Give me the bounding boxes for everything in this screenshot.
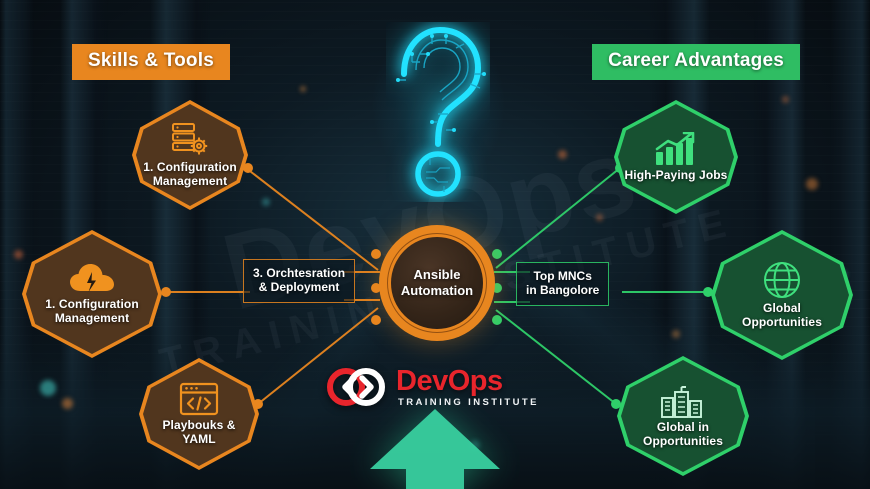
hub-inner-ring	[387, 233, 487, 333]
label-top-mncs-bangalore: Top MNCs in Bangolore	[516, 262, 610, 306]
banner-career-advantages: Career Advantages	[592, 44, 800, 80]
node-label: Global Opportunities	[742, 300, 822, 329]
logo-subtitle: TRAINING INSTITUTE	[398, 396, 539, 408]
label-orchestration-deployment: 3. Orchtesration & Deployment	[243, 259, 356, 303]
hub-core	[391, 237, 483, 329]
center-hub-ansible-automation[interactable]: Ansible Automation	[379, 225, 495, 341]
bar-chart-growth-icon	[654, 131, 698, 166]
hub-label: Ansible Automation	[400, 267, 474, 298]
circuit-question-mark-icon	[386, 22, 490, 202]
node-label: Playbouks & YAML	[162, 417, 236, 446]
node-label: 1. Configuration Management	[143, 159, 237, 188]
city-buildings-icon	[660, 384, 706, 418]
node-label: Global in Opportunities	[643, 419, 723, 448]
banner-skills-and-tools: Skills & Tools	[72, 44, 230, 80]
server-gear-icon	[170, 122, 210, 158]
globe-icon	[763, 261, 801, 299]
logo-name: DevOps	[396, 364, 503, 397]
node-label: 1. Configuration Management	[45, 296, 139, 325]
cloud-bolt-icon	[69, 263, 115, 295]
node-label: High-Paying Jobs	[624, 167, 728, 182]
up-arrow-icon	[360, 407, 510, 489]
devops-training-institute-logo[interactable]: DevOps TRAINING INSTITUTE	[326, 366, 539, 408]
code-window-icon	[179, 382, 219, 416]
infinity-chevrons-icon	[326, 366, 388, 408]
